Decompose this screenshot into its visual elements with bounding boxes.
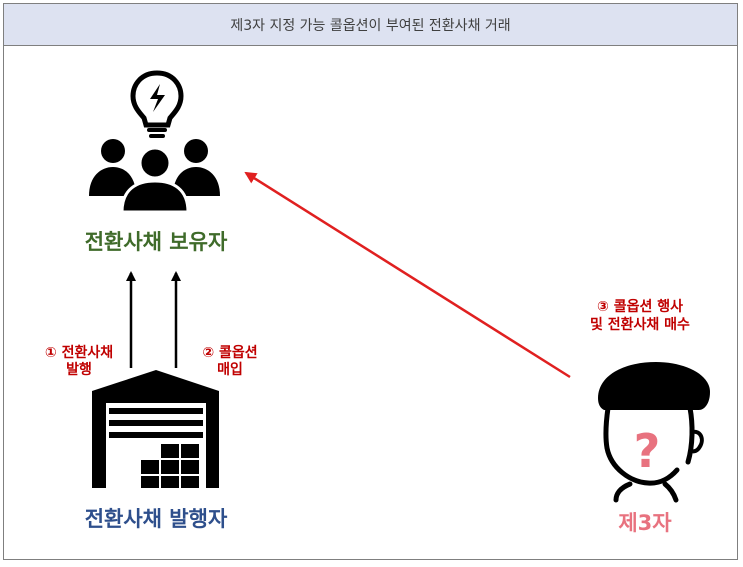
edge-issue-label: ① 전환사채 발행 <box>26 345 132 379</box>
lightbulb-icon <box>130 70 184 138</box>
edge-buy-call-line2: 매입 <box>217 362 243 378</box>
diagram-title: 제3자 지정 가능 콜옵션이 부여된 전환사채 거래 <box>4 4 737 46</box>
edge-exercise-label: ③ 콜옵션 행사 및 전환사채 매수 <box>565 298 715 334</box>
third-party-label: 제3자 <box>618 511 672 535</box>
warehouse-icon <box>92 370 219 488</box>
arrow-exercise <box>244 171 571 379</box>
issuer-label: 전환사채 발행자 <box>84 507 228 531</box>
person-question-icon <box>598 362 710 503</box>
edge-exercise-line2: 및 전환사채 매수 <box>590 317 690 333</box>
edge-buy-call-label: ② 콜옵션 매입 <box>190 345 270 379</box>
holder-label: 전환사채 보유자 <box>84 230 228 254</box>
people-group-icon <box>89 139 220 214</box>
edge-exercise-line1: ③ 콜옵션 행사 <box>596 299 683 315</box>
question-mark: ? <box>634 424 661 478</box>
edge-buy-call-line1: ② 콜옵션 <box>202 345 258 361</box>
edge-issue-line1: ① 전환사채 <box>44 345 114 361</box>
edge-issue-line2: 발행 <box>66 362 92 378</box>
